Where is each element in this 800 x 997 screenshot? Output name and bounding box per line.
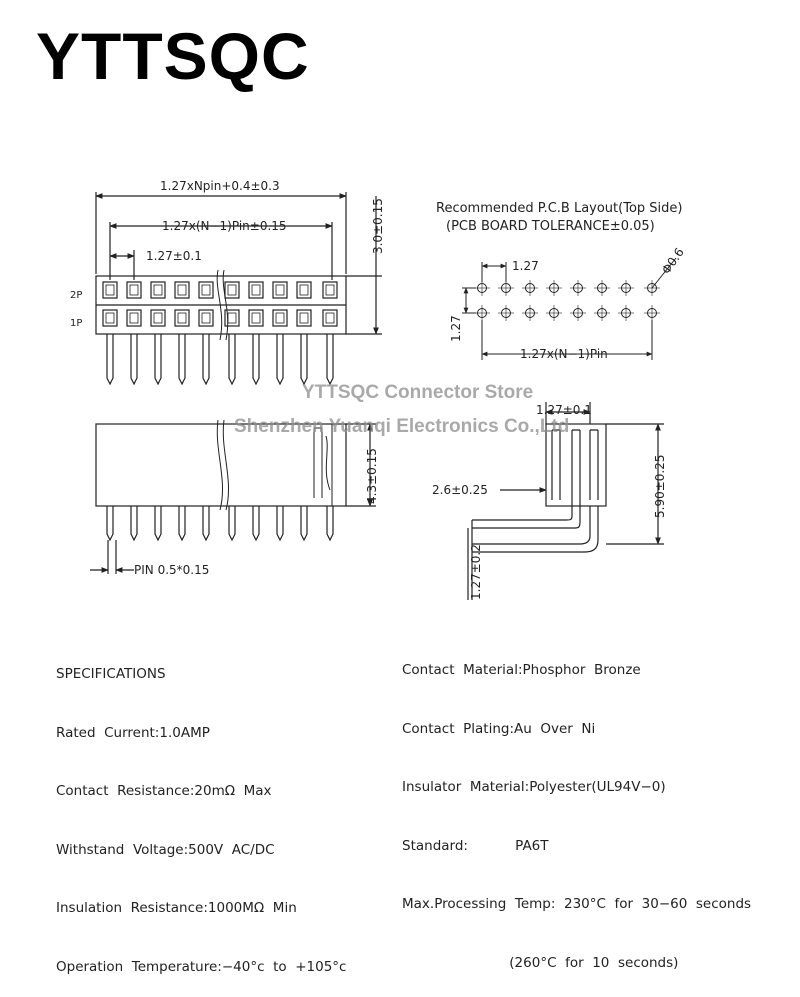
contact-cavity [272,309,288,327]
pin [300,334,308,386]
pin [276,506,284,542]
contact-cavity [198,309,214,327]
pin [154,506,162,542]
spec-line: Insulation Resistance:1000MΩ Min [56,900,297,916]
contact-cavity [272,281,288,299]
contact-cavity [248,281,264,299]
pin [130,334,138,386]
side-dim-pin: PIN 0.5*0.15 [134,563,209,577]
contact-cavity [102,309,118,327]
side-view [90,419,376,574]
contact-cavity [102,281,118,299]
spec-line: Operation Temperature:−40°c to +105°c [56,958,347,975]
contact-cavity [224,281,240,299]
spec-line: Max.Processing Temp: 230°C for 30−60 sec… [402,896,752,912]
spec-line: Contact Plating:Au Over Ni [402,720,596,737]
front-dim-total: 1.27xNpin+0.4±0.3 [160,179,280,193]
contact-cavity [248,309,264,327]
pin [154,334,162,386]
contact-cavity [296,309,312,327]
pin [228,334,236,386]
watermark-line-2: Shenzhen Yuanqi Electronics Co.,Ltd [234,416,570,437]
pin [252,506,260,542]
ra-dim-height: 5.90±0.25 [653,455,667,519]
specifications-right: Contact Material:Phosphor Bronze Contact… [402,622,751,993]
contact-cavity [198,281,214,299]
spec-line: Contact Resistance:20mΩ Max [56,783,272,799]
pcb-dim-hole: Φ0.6 [659,245,687,276]
pcb-dim-pitch: 1.27 [512,259,539,273]
contact-cavity [126,281,142,299]
front-dim-pitch: 1.27±0.1 [146,249,202,263]
pcb-layout-view [462,257,677,360]
front-dim-height: 3.0±0.15 [371,198,385,254]
contact-cavity [322,309,338,327]
pin [106,334,114,386]
pin [202,334,210,386]
spec-line: Standard: PA6T [402,837,549,854]
spec-line: Contact Material:Phosphor Bronze [402,662,641,678]
contact-cavity [322,281,338,299]
contact-cavity [150,281,166,299]
front-row-label-1p: 1P [70,318,82,329]
specifications-left: SPECIFICATIONS Rated Current:1.0AMP Cont… [56,626,346,997]
spec-heading: SPECIFICATIONS [56,666,166,682]
contact-cavity [296,281,312,299]
pin [228,506,236,542]
pin [300,506,308,542]
pin [252,334,260,386]
contact-cavity [224,309,240,327]
front-view [95,192,382,386]
watermark-line-1: YTTSQC Connector Store [302,382,534,403]
right-angle-view [467,402,664,600]
pin [276,334,284,386]
side-dim-height: 4.3±0.15 [365,448,379,504]
spec-line: Withstand Voltage:500V AC/DC [56,841,275,858]
pin [106,506,114,542]
pcb-layout-subtitle: (PCB BOARD TOLERANCE±0.05) [446,219,655,234]
technical-drawing: 1.27xNpin+0.4±0.3 1.27x(N−1)Pin±0.15 1.2… [70,179,687,600]
contact-cavity [126,309,142,327]
contact-cavity [174,281,190,299]
brand-logo: YTTSQC [36,19,310,93]
pin [326,506,334,542]
pcb-layout-title: Recommended P.C.B Layout(Top Side) [436,201,682,216]
pin [178,334,186,386]
spec-line: Rated Current:1.0AMP [56,724,210,741]
spec-line: (260°C for 10 seconds) [402,954,679,971]
front-row-label-2p: 2P [70,290,82,301]
ra-dim-bottom: 1.27±0.2 [469,544,483,600]
contact-cavity [150,309,166,327]
pin [130,506,138,542]
pcb-dim-span: 1.27x(N−1)Pin [520,347,608,361]
pin [178,506,186,542]
spec-line: Insulator Material:Polyester(UL94V−0) [402,779,666,795]
front-dim-span: 1.27x(N−1)Pin±0.15 [162,219,287,233]
pcb-dim-row: 1.27 [449,315,463,342]
pin [326,334,334,386]
ra-dim-offset: 2.6±0.25 [432,483,488,497]
contact-cavity [174,309,190,327]
pin [202,506,210,542]
ra-dim-pitch: 1.27±0.1 [536,403,592,417]
